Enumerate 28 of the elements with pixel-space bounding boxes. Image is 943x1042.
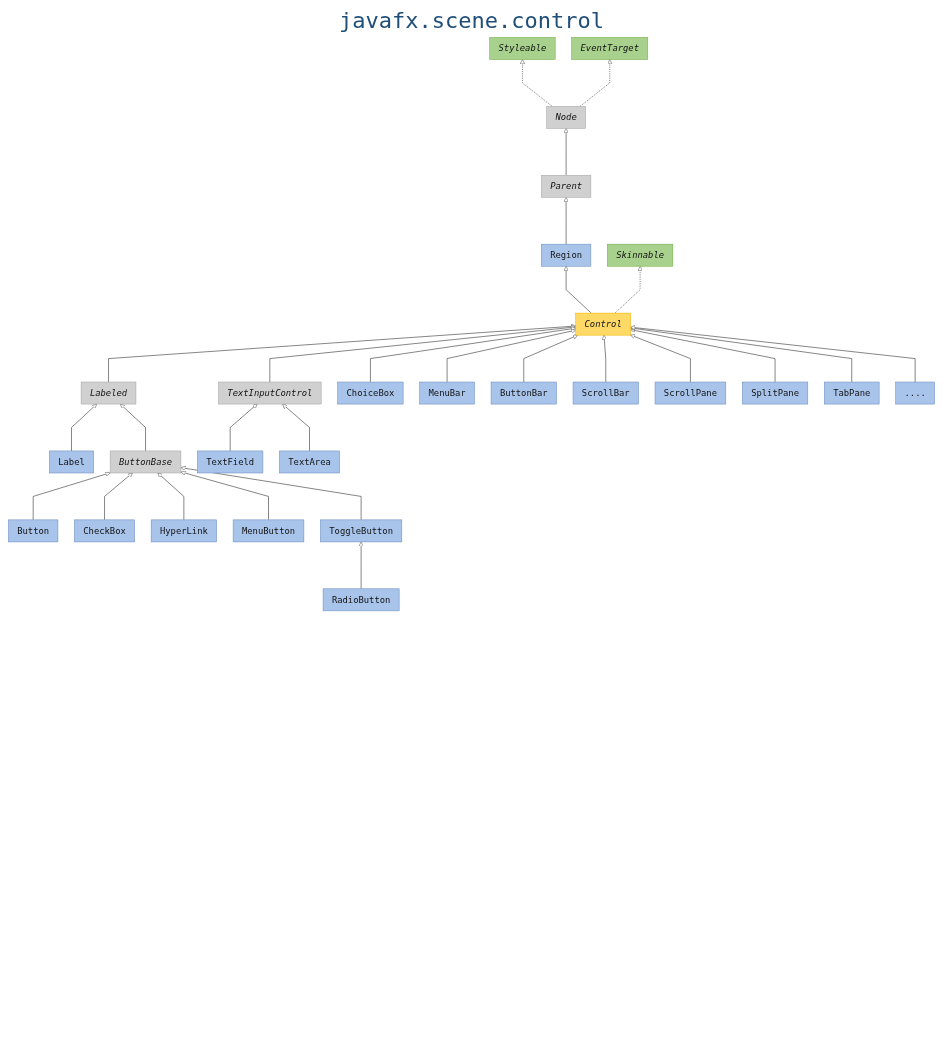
node-box: TextArea (279, 450, 340, 474)
node-box: EventTarget (571, 37, 649, 60)
node-box: ButtonBase (109, 450, 182, 474)
node-box: HyperLink (150, 519, 217, 543)
node-box: Skinnable (607, 243, 674, 267)
node-box: RadioButton (322, 588, 400, 612)
node-box: ButtonBar (490, 381, 557, 405)
node-box: SplitPane (742, 381, 809, 405)
node-box: Labeled (80, 381, 137, 405)
node-box: ToggleButton (320, 519, 403, 543)
node-box: ScrollPane (654, 381, 727, 405)
node-box: Control (575, 312, 631, 336)
node-box: MenuButton (232, 519, 305, 543)
node-box: Parent (541, 174, 592, 198)
node-box: Node (546, 106, 586, 129)
node-box: TextField (197, 450, 264, 474)
package-name: javafx.scene.control (339, 8, 604, 33)
node-box: TextInputControl (218, 381, 322, 405)
node-box: .... (895, 381, 935, 405)
node-box: ChoiceBox (337, 381, 404, 405)
node-box: Region (541, 243, 592, 267)
node-box: Button (8, 519, 59, 543)
node-box: ScrollBar (572, 381, 639, 405)
node-box: Styleable (489, 37, 556, 60)
node-box: Label (49, 450, 94, 474)
node-box: CheckBox (74, 519, 135, 543)
node-box: MenuBar (419, 381, 475, 405)
node-box: TabPane (824, 381, 880, 405)
